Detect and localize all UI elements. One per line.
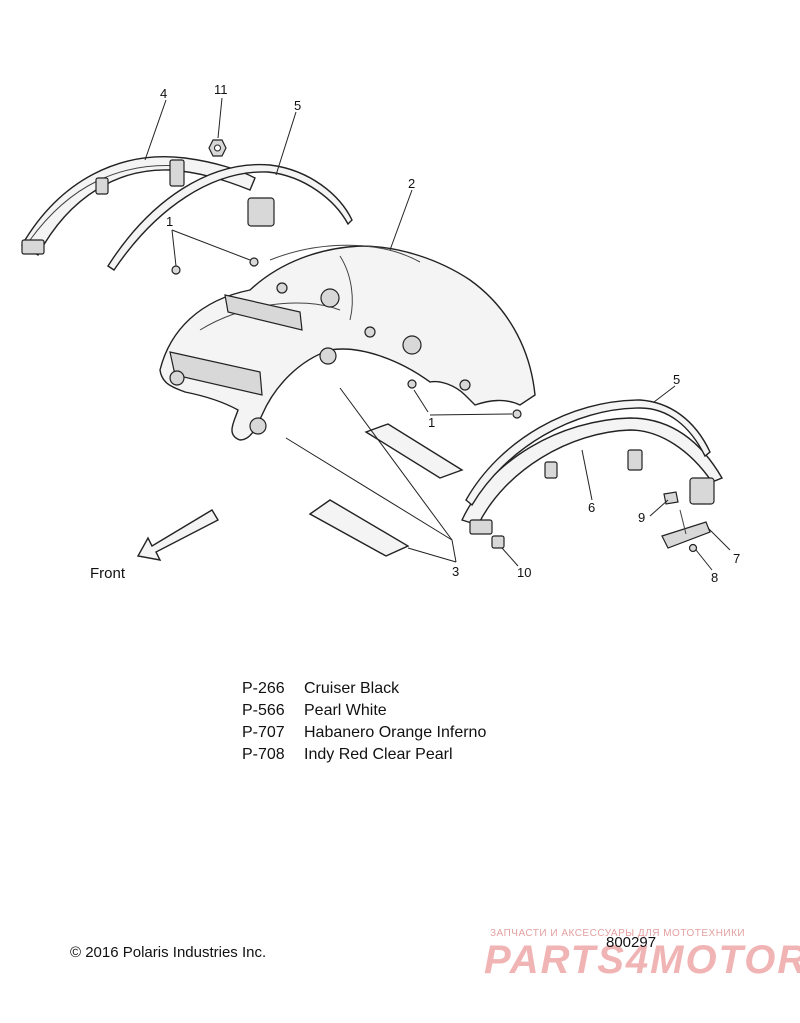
part-10-spacer	[491, 535, 505, 549]
part-6-lower-fender-trim	[461, 417, 724, 535]
paint-code: P-266	[242, 680, 285, 697]
part-4-fender-trim	[21, 156, 275, 256]
callout-5-lower: 5	[673, 372, 680, 387]
part-11-nut	[208, 139, 227, 157]
front-direction-arrow	[136, 509, 219, 561]
paint-color-name: Cruiser Black	[304, 680, 400, 697]
watermark: ЗАПЧАСТИ И АКСЕССУАРЫ ДЛЯ МОТОТЕХНИКИ PA…	[484, 926, 800, 986]
front-label: Front	[90, 565, 126, 582]
paint-code-row: P-266 Cruiser Black	[242, 678, 486, 700]
paint-color-name: Pearl White	[304, 702, 387, 719]
copyright-notice: © 2016 Polaris Industries Inc.	[70, 944, 267, 961]
callout-3: 3	[452, 564, 459, 579]
part-1-fasteners	[171, 257, 522, 419]
callout-7: 7	[733, 551, 740, 566]
diagram-number: 800297	[606, 934, 657, 951]
callout-11: 11	[214, 82, 228, 97]
callout-1-lower: 1	[428, 415, 435, 430]
watermark-tagline: ЗАПЧАСТИ И АКСЕССУАРЫ ДЛЯ МОТОТЕХНИКИ	[490, 928, 746, 939]
callout-5-upper: 5	[294, 98, 301, 113]
callout-8: 8	[711, 570, 718, 585]
callout-9: 9	[638, 510, 645, 525]
callout-4: 4	[160, 86, 167, 101]
part-5-trim-strip-upper	[107, 163, 353, 271]
paint-color-name: Indy Red Clear Pearl	[304, 746, 453, 763]
callout-2: 2	[408, 176, 415, 191]
watermark-logo: PARTS4MOTOR.RU	[484, 938, 800, 982]
part-5-trim-strip-lower	[465, 399, 711, 507]
paint-code-list: P-266 Cruiser Black P-566 Pearl White P-…	[242, 678, 486, 766]
paint-code: P-566	[242, 702, 285, 719]
part-8-screw	[688, 543, 698, 553]
part-7-bracket	[661, 509, 711, 549]
paint-color-name: Habanero Orange Inferno	[304, 724, 487, 741]
paint-code-row: P-707 Habanero Orange Inferno	[242, 722, 486, 744]
paint-code: P-707	[242, 724, 285, 741]
part-3-decals	[308, 423, 464, 557]
part-2-rear-fender	[159, 244, 536, 441]
paint-code: P-708	[242, 746, 285, 763]
leader-lines	[144, 97, 731, 571]
paint-code-row: P-708 Indy Red Clear Pearl	[242, 744, 486, 766]
callout-6: 6	[588, 500, 595, 515]
callout-10: 10	[517, 565, 531, 580]
callout-1-upper: 1	[166, 214, 173, 229]
paint-code-row: P-566 Pearl White	[242, 700, 486, 722]
